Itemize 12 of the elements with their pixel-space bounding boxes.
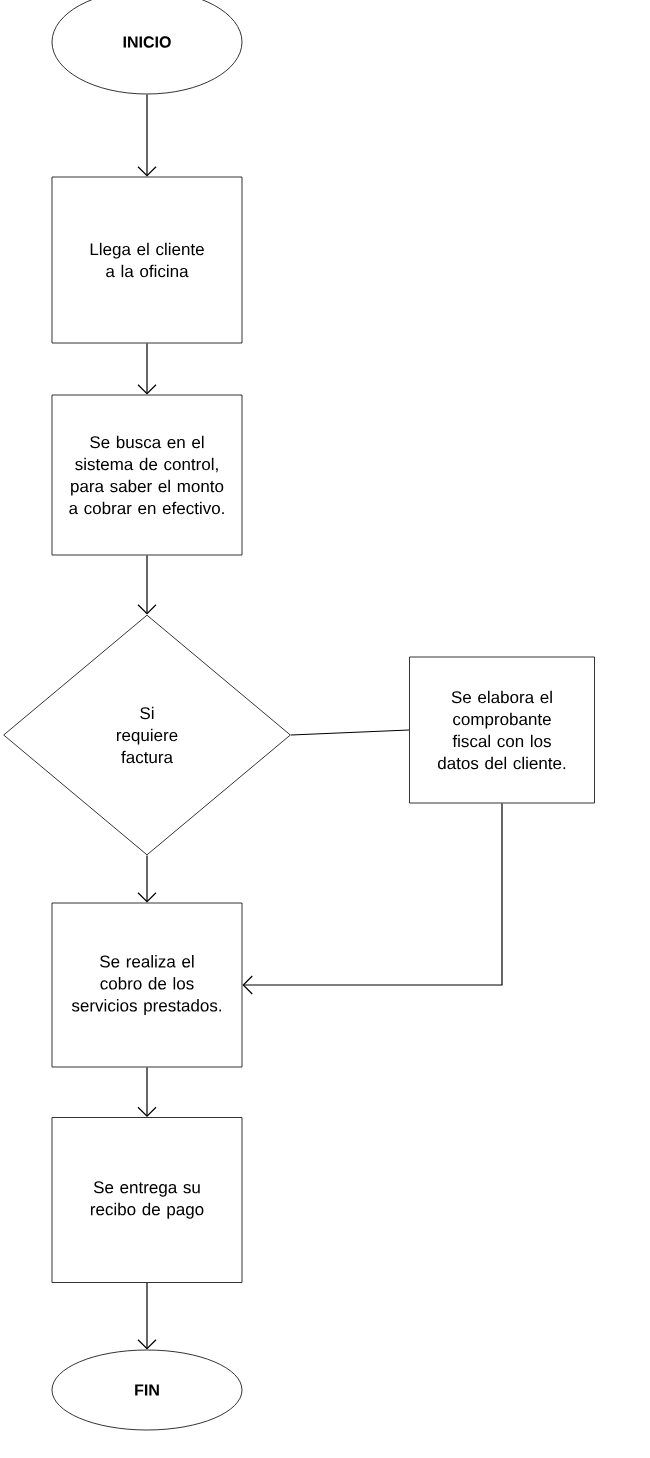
arrow [137, 554, 157, 615]
arrow [137, 342, 157, 395]
arrow [137, 854, 157, 903]
process-box: Llega el cliente a la oficina [51, 176, 243, 344]
arrow [137, 1282, 157, 1350]
arrow [137, 1066, 157, 1118]
arrow [137, 93, 157, 177]
process-box: Se elabora el comprobante fiscal con los datos del cliente. [409, 656, 595, 804]
process-box: Se realiza el cobro de los servicios prestados. [51, 902, 243, 1068]
process-box: Se busca en el sistema de control, para saber el monto a cobrar en efectivo. [51, 394, 243, 556]
arrow [242, 802, 503, 995]
process-box: Se entrega su recibo de pago [51, 1117, 243, 1283]
